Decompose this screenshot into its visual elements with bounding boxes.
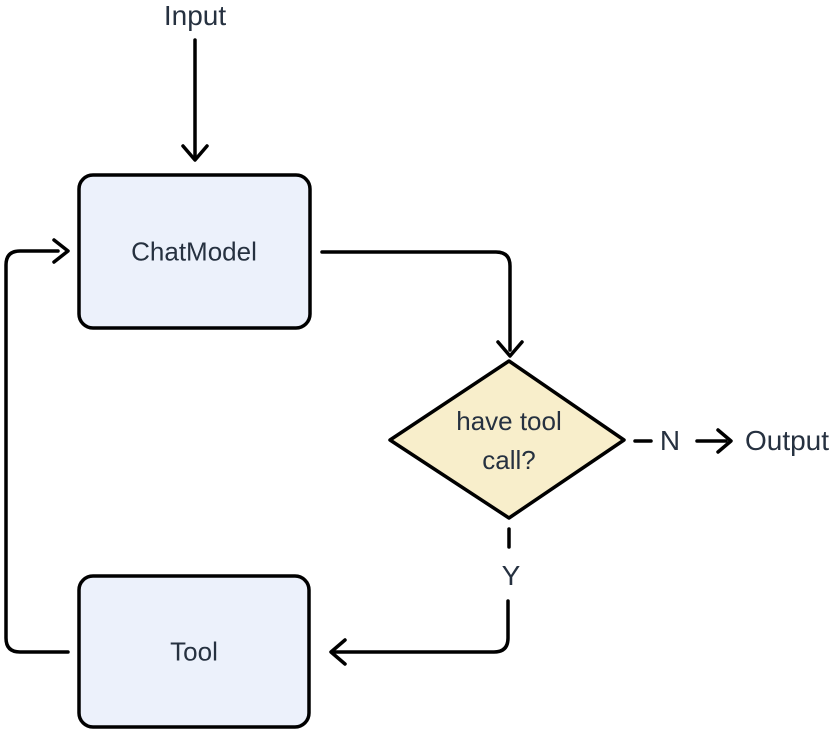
arrowhead-into-decision-top [496, 340, 524, 358]
decision-label-line2: call? [482, 445, 536, 475]
tool-node-label: Tool [170, 636, 218, 667]
no-branch-label: N [659, 425, 681, 456]
decision-label-line1: have tool [456, 406, 562, 436]
edge-chatmodel-to-decision [320, 250, 512, 352]
decision-diamond-shape [388, 359, 626, 520]
output-label: Output [744, 425, 830, 456]
chatmodel-node-label: ChatModel [131, 236, 257, 267]
decision-node-label: have tool call? [456, 402, 562, 480]
tool-node-shape [77, 574, 311, 729]
input-label: Input [163, 0, 227, 31]
arrowhead-into-chatmodel-top [181, 144, 209, 162]
arrowhead-into-tool-right [329, 638, 347, 666]
edge-yes-to-tool [332, 599, 510, 654]
edge-tool-loop-to-chatmodel [4, 249, 70, 654]
arrowhead-into-chatmodel-left [52, 238, 70, 264]
arrowhead-into-output [716, 428, 733, 454]
chatmodel-node-shape [77, 173, 312, 330]
yes-branch-label: Y [501, 560, 521, 591]
